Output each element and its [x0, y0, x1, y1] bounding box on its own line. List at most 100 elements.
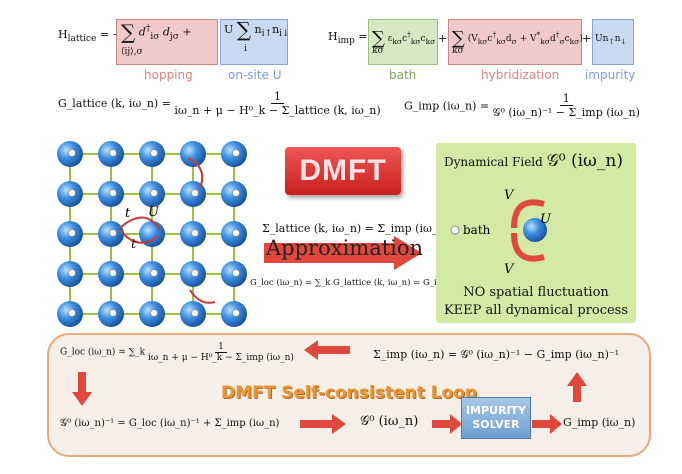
hybridization-label: hybridization [481, 68, 560, 82]
panel-v-top: V [504, 188, 515, 203]
panel-v-bottom: V [504, 262, 515, 273]
panel-arc-top [511, 199, 545, 229]
hopping-term-box [116, 19, 218, 65]
hybridization-term-box [448, 19, 582, 65]
plus-sign-2: + [582, 32, 592, 45]
dmft-logo: DMFT [285, 147, 401, 195]
impurity-term-box [592, 19, 634, 65]
bath-term: ∑ εkσc†kσckσ kσ [372, 28, 436, 56]
g-imp-lhs: G_imp (iω_n) = [404, 99, 490, 113]
solver-line-1: IMPURITY [465, 404, 527, 417]
arrow-right-icon-3 [532, 414, 562, 434]
electron-icon [232, 149, 240, 157]
lattice-t-label-2: t [131, 237, 137, 252]
onsite-label: on-site U [228, 68, 282, 82]
panel-impurity-diagram: bath V V U [450, 188, 552, 273]
approximation-label: Approximation [266, 236, 424, 260]
electron-icon [191, 309, 199, 317]
loop-g0: 𝒢⁰ (iω_n) [360, 414, 419, 429]
electron-icon [68, 189, 76, 197]
electron-icon [191, 229, 199, 237]
h-imp-sub: imp [337, 36, 355, 47]
approximation-arrow [264, 236, 422, 270]
panel-arc-bottom [511, 232, 545, 262]
impurity-term: Un↑n↓ [595, 34, 627, 46]
lattice-u-label: U [148, 205, 160, 220]
electron-icon [68, 229, 76, 237]
panel-impurity-site [523, 218, 547, 242]
arrow-down-icon [72, 372, 92, 406]
panel-line-2: KEEP all dynamical process [443, 303, 629, 318]
panel-bath-electron-icon [450, 225, 460, 235]
h-lattice-lhs: H [58, 28, 68, 41]
loop-g-loc-lhs: G_loc (iω_n) = ∑_k [60, 347, 146, 358]
g-imp-denominator: 𝒢⁰ (iω_n)⁻¹ − Σ_imp (iω_n) [492, 106, 640, 119]
loop-g-loc-denominator: iω_n + μ − H⁰_k − Σ_imp (iω_n) [147, 353, 294, 363]
loop-g-imp: G_imp (iω_n) [563, 416, 636, 429]
arrow-right-icon-2 [432, 414, 462, 434]
g-lattice-numerator: 1 [271, 90, 285, 104]
h-imp-equation: Himp = [328, 30, 368, 47]
g-loc-equation: G_loc (iω_n) = ∑_k G_lattice (k, iω_n) =… [250, 278, 479, 288]
hopping-term: ∑ d†iσ djσ + ⟨ij⟩,σ [121, 20, 192, 57]
electron-icon [109, 189, 117, 197]
electron-icon [109, 149, 117, 157]
bath-term-box [368, 19, 438, 65]
panel-field: 𝒢⁰ (iω_n) [546, 151, 623, 171]
impurity-label: impurity [585, 68, 636, 82]
panel-title-row: Dynamical Field 𝒢⁰ (iω_n) [444, 151, 623, 171]
panel-line-1: NO spatial fluctuation [463, 285, 609, 300]
hop-arrow-1 [187, 157, 204, 189]
loop-g0-inverse-equation: 𝒢⁰ (iω_n)⁻¹ = G_loc (iω_n)⁻¹ + Σ_imp (iω… [60, 418, 280, 429]
g-lattice-fraction: 1 iω_n + μ − H⁰_k − Σ_lattice (k, iω_n) [174, 90, 380, 117]
arrow-up-icon [567, 372, 587, 402]
lattice-hopping-arrows [119, 157, 216, 304]
electron-icon [232, 269, 240, 277]
g-imp-numerator: 1 [559, 92, 573, 106]
electron-icon [191, 269, 199, 277]
panel-u-label: U [540, 212, 552, 227]
electron-icon [150, 189, 158, 197]
loop-g-loc-equation: G_loc (iω_n) = ∑_k 1 iω_n + μ − H⁰_k − Σ… [60, 342, 294, 363]
plus-sign-1: + [438, 32, 448, 45]
solver-line-2: SOLVER [472, 418, 520, 431]
electron-icon [150, 269, 158, 277]
lattice-sites [57, 141, 247, 327]
loop-title: DMFT Self-consistent Loop [221, 383, 477, 403]
dynamical-field-panel: Dynamical Field 𝒢⁰ (iω_n) bath V V U NO … [436, 143, 636, 323]
onsite-term: U ∑ ni↑ni↓ i [224, 17, 290, 55]
electron-icon [232, 309, 240, 317]
electron-icon [68, 149, 76, 157]
h-lattice-sub: lattice [67, 34, 97, 45]
electron-icon [191, 189, 199, 197]
hopping-label: hopping [144, 68, 193, 82]
bath-label: bath [389, 68, 417, 82]
sigma-equality: Σ_lattice (k, iω_n) = Σ_imp (iω_n) [262, 222, 449, 235]
electron-icon [150, 309, 158, 317]
g-lattice-equation: G_lattice (k, iω_n) = 1 iω_n + μ − H⁰_k … [58, 90, 381, 117]
hop-arrow-4 [189, 289, 216, 304]
g-lattice-denominator: iω_n + μ − H⁰_k − Σ_lattice (k, iω_n) [174, 104, 381, 117]
loop-g-loc-numerator: 1 [215, 342, 227, 353]
lattice-t-label-1: t [125, 206, 131, 221]
arrow-left-icon [304, 340, 350, 360]
electron-icon [68, 309, 76, 317]
hop-arrow-2 [119, 216, 161, 231]
loop-g-loc-fraction: 1 iω_n + μ − H⁰_k − Σ_imp (iω_n) [148, 342, 294, 363]
g-imp-fraction: 1 𝒢⁰ (iω_n)⁻¹ − Σ_imp (iω_n) [493, 92, 640, 120]
onsite-term-box [220, 19, 288, 65]
electron-icon [109, 229, 117, 237]
g-lattice-lhs: G_lattice (k, iω_n) = [58, 97, 171, 110]
panel-title: Dynamical Field [444, 155, 543, 169]
lattice-diagram: t t U [57, 141, 247, 327]
electron-icon [109, 309, 117, 317]
g-imp-equation: G_imp (iω_n) = 1 𝒢⁰ (iω_n)⁻¹ − Σ_imp (iω… [404, 92, 640, 120]
loop-sigma-imp-equation: Σ_imp (iω_n) = 𝒢⁰ (iω_n)⁻¹ − G_imp (iω_n… [373, 348, 620, 361]
electron-icon [150, 149, 158, 157]
hybridization-term: ∑ (Vkσc†kσdσ + V*kσd†σckσ) kσ [452, 28, 583, 56]
impurity-solver-box: IMPURITY SOLVER [461, 397, 531, 439]
electron-icon [232, 189, 240, 197]
arrow-right-icon-1 [300, 414, 346, 434]
hop-arrow-3 [119, 229, 159, 244]
h-imp-lhs: H [328, 30, 338, 43]
